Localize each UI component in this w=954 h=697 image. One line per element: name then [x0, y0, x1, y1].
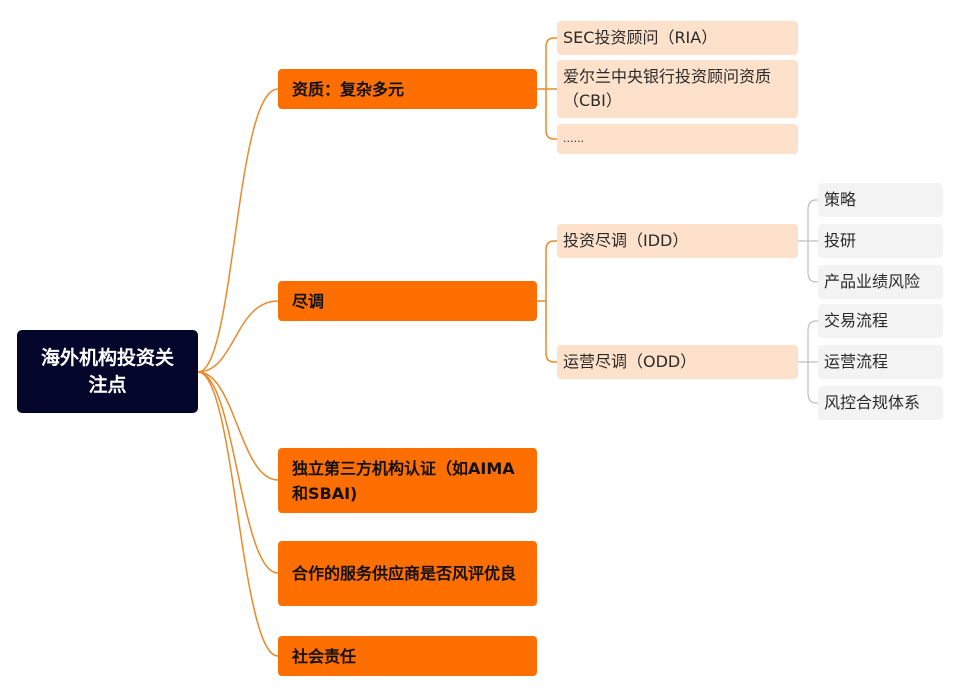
node-idd: 投资尽调（IDD） [557, 224, 798, 258]
node-cbi: 爱尔兰中央银行投资顾问资质（CBI） [557, 60, 798, 118]
leaf-performance-risk: 产品业绩风险 [818, 265, 943, 299]
leaf-trading-process: 交易流程 [818, 304, 943, 338]
branch-third-party-certification: 独立第三方机构认证（如AIMA和SBAI) [278, 448, 537, 513]
node-ellipsis: ...... [557, 124, 798, 154]
branch-label: 社会责任 [292, 646, 357, 666]
node-label: 爱尔兰中央银行投资顾问资质（CBI） [563, 67, 772, 110]
leaf-research: 投研 [818, 224, 943, 258]
branch-label: 尽调 [292, 291, 325, 311]
branch-service-providers: 合作的服务供应商是否风评优良 [278, 541, 537, 606]
node-sec-ria: SEC投资顾问（RIA） [557, 21, 798, 55]
leaf-risk-compliance: 风控合规体系 [818, 386, 943, 420]
leaf-label: 投研 [824, 231, 857, 250]
root-node: 海外机构投资关注点 [17, 330, 198, 413]
root-label: 海外机构投资关注点 [40, 346, 174, 396]
node-label: SEC投资顾问（RIA） [563, 28, 718, 47]
branch-label: 资质：复杂多元 [292, 79, 405, 99]
branch-due-diligence: 尽调 [278, 281, 537, 321]
node-label: ...... [563, 132, 584, 145]
node-label: 运营尽调（ODD） [563, 352, 697, 371]
leaf-strategy: 策略 [818, 183, 943, 217]
branch-social-responsibility: 社会责任 [278, 636, 537, 676]
leaf-label: 风控合规体系 [824, 393, 921, 412]
leaf-operations-process: 运营流程 [818, 345, 943, 379]
branch-label: 合作的服务供应商是否风评优良 [292, 564, 517, 583]
branch-label: 独立第三方机构认证（如AIMA和SBAI) [292, 458, 515, 503]
branch-qualification: 资质：复杂多元 [278, 69, 537, 109]
leaf-label: 产品业绩风险 [824, 272, 921, 291]
node-label: 投资尽调（IDD） [563, 231, 689, 250]
node-odd: 运营尽调（ODD） [557, 345, 798, 379]
leaf-label: 运营流程 [824, 352, 889, 371]
leaf-label: 交易流程 [824, 311, 889, 330]
leaf-label: 策略 [824, 190, 857, 209]
